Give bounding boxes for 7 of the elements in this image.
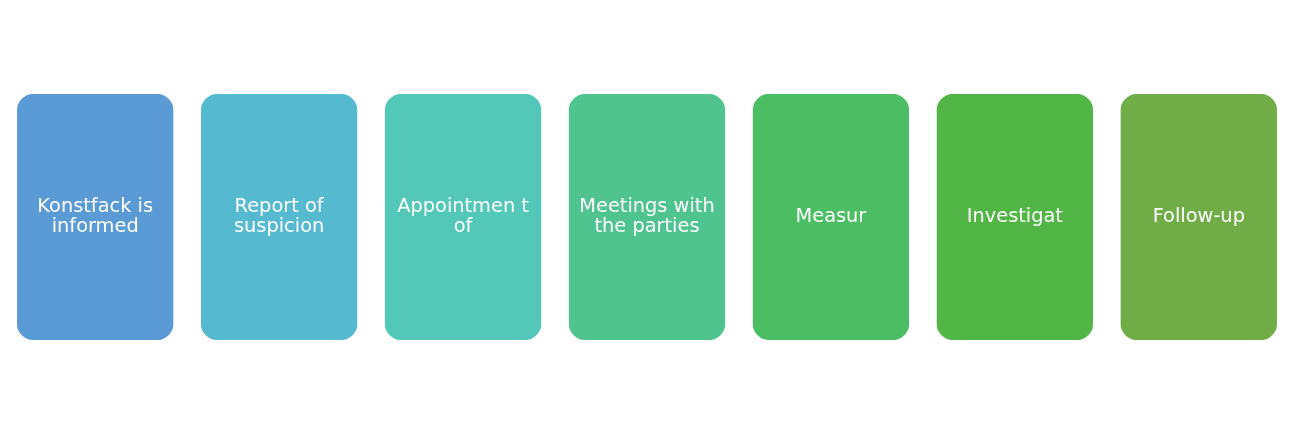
node-box: Konstfack is informed	[14, 91, 177, 343]
node-box: Meetings with the parties	[566, 91, 728, 343]
node-box: Measur	[750, 91, 912, 343]
node-box: Appointmen t of	[382, 91, 544, 343]
node-box: Follow-up	[1117, 91, 1280, 343]
node-box: Report of suspicion	[198, 91, 361, 343]
node-box: Investigat	[933, 91, 1096, 343]
